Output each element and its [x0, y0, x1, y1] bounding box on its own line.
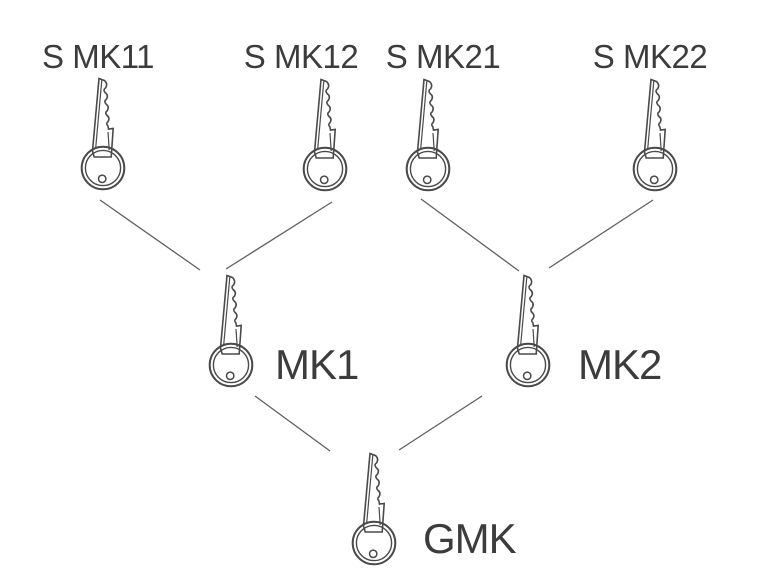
- key-icon-s-mk12: [302, 78, 348, 192]
- connector-smk22-mk2: [548, 199, 654, 269]
- connector-smk12-mk1: [225, 201, 333, 270]
- key-icon-s-mk22: [632, 78, 678, 192]
- key-icon-gmk: [351, 452, 397, 566]
- connector-smk21-mk2: [420, 198, 520, 272]
- connector-mk2-gmk: [398, 395, 483, 451]
- connector-mk1-gmk: [254, 395, 331, 452]
- label-s-mk11: S MK11: [42, 38, 154, 75]
- label-mk1: MK1: [275, 341, 358, 388]
- label-s-mk22: S MK22: [593, 38, 707, 75]
- key-icon-s-mk21: [405, 78, 451, 192]
- label-mk2: MK2: [578, 341, 661, 388]
- label-s-mk21: S MK21: [386, 38, 500, 75]
- label-gmk: GMK: [423, 515, 517, 562]
- label-s-mk12: S MK12: [244, 38, 358, 75]
- key-icon-mk1: [208, 274, 254, 388]
- connector-smk11-mk1: [99, 199, 201, 271]
- key-icon-s-mk11: [80, 77, 126, 191]
- key-icon-mk2: [505, 274, 551, 388]
